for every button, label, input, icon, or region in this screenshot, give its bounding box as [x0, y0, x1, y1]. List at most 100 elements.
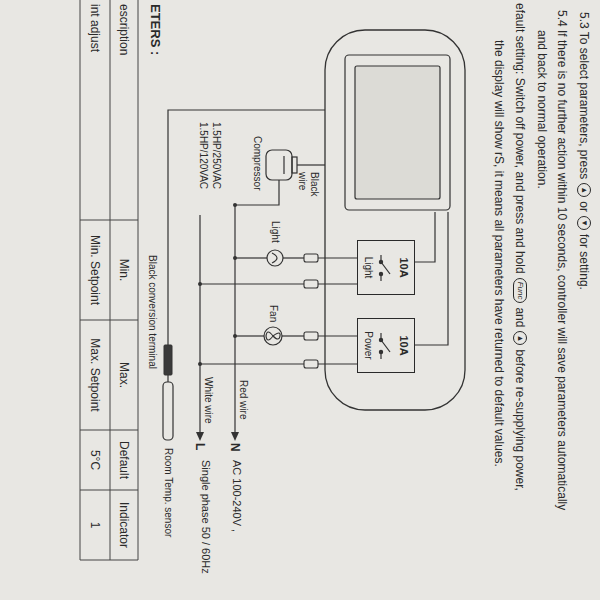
- up-button-icon: ▲: [513, 331, 527, 345]
- supply-note: AC 100-240V ,: [230, 460, 243, 532]
- junction-dot: [233, 203, 237, 207]
- instruction-text: the display will show rS, it means all p…: [491, 40, 507, 467]
- sensor-terminal: [164, 345, 172, 375]
- table-cell: Min.: [117, 220, 131, 320]
- table-grid: [80, 490, 138, 491]
- wire: [168, 110, 448, 433]
- table-cell: escription: [117, 4, 131, 55]
- junction-dot: [198, 282, 202, 286]
- wire-label: Black wire: [296, 172, 320, 206]
- spade-terminal: [304, 360, 318, 368]
- light-bulb-symbol: [267, 250, 283, 266]
- component-label: Compressor: [251, 136, 263, 190]
- fan-symbol: [264, 327, 282, 345]
- component-label: Fan: [267, 305, 279, 322]
- arrowhead: [196, 432, 204, 441]
- relay-contact-symbol: [381, 340, 390, 352]
- instruction-line: 5.3 To select parameters, press▲or▼for s…: [576, 12, 592, 290]
- table-cell: Default: [117, 430, 131, 490]
- wire: [234, 205, 235, 433]
- junction-dot: [233, 256, 237, 260]
- relay-contact-symbol: [379, 333, 390, 359]
- table-grid: [80, 220, 138, 221]
- display-window: [345, 55, 450, 210]
- compressor-symbol: [292, 157, 297, 173]
- func-button-icon: Func: [513, 278, 527, 304]
- button-symbol: ▲: [516, 334, 524, 342]
- sensor-label: Room Temp. sensor: [162, 448, 174, 537]
- instruction-text: before re-supplying power,: [512, 349, 528, 490]
- wire: [199, 215, 200, 433]
- wire: [235, 335, 264, 336]
- instruction-text: or: [576, 201, 592, 212]
- down-button-icon: ▼: [577, 216, 591, 230]
- sensor-probe: [163, 382, 173, 440]
- sensor-label: Black conversion terminal: [146, 255, 158, 369]
- light-bulb-symbol: [272, 253, 277, 263]
- instruction-text: for setting.: [576, 234, 592, 290]
- terminal-label: N: [228, 443, 242, 452]
- table-grid: [80, 0, 138, 560]
- instruction-text: efault setting: Switch off power, and pr…: [512, 3, 528, 274]
- relay-contact-symbol: [377, 253, 395, 283]
- relay-name: Light: [362, 257, 375, 279]
- wire: [168, 110, 325, 345]
- arrowhead: [196, 432, 239, 441]
- spade-terminal: [304, 254, 318, 368]
- instruction-line: efault setting: Switch off power, and pr…: [512, 3, 528, 491]
- button-symbol: ▼: [580, 219, 588, 227]
- instruction-line: 5.4 If there is no further action within…: [554, 10, 570, 510]
- instruction-line: and back to normal operation.: [534, 30, 550, 189]
- table-grid: [80, 430, 138, 431]
- compressor-symbol: [266, 150, 297, 180]
- relay-box: 10APower: [357, 318, 415, 373]
- spade-terminal: [304, 254, 318, 262]
- relay-contact-symbol: [379, 260, 382, 263]
- wire-label: White wire: [202, 377, 214, 424]
- relay-contact-symbol: [379, 272, 382, 275]
- controller-housing: [325, 30, 465, 410]
- instruction-text: and: [512, 307, 528, 327]
- junction-dot: [198, 203, 237, 366]
- relay-rating: 10A: [397, 257, 410, 277]
- wire: [167, 375, 168, 382]
- arrowhead: [231, 432, 239, 441]
- light-bulb-symbol: [267, 250, 283, 266]
- instruction-text: and back to normal operation.: [534, 30, 550, 189]
- wire: [282, 335, 304, 336]
- junction-dot: [198, 362, 202, 366]
- junction-dot: [233, 334, 237, 338]
- compressor-symbol: [266, 150, 292, 180]
- supply-note: Single phase 50 / 60Hz: [199, 460, 212, 574]
- instruction-text: 5.4 If there is no further action within…: [554, 10, 570, 510]
- relay-name: Power: [362, 331, 375, 359]
- wire: [283, 257, 304, 258]
- instruction-line: the display will show rS, it means all p…: [491, 40, 507, 467]
- table-cell: 1: [88, 490, 102, 560]
- relay-contact-symbol: [379, 255, 390, 281]
- table-grid: [80, 0, 81, 560]
- table-grid: [110, 0, 111, 560]
- up-button-icon: ▲: [577, 183, 591, 197]
- relay-contact-symbol: [379, 338, 382, 341]
- spade-terminal: [304, 280, 318, 288]
- button-symbol: ▲: [580, 186, 588, 194]
- display-window: [345, 55, 450, 210]
- component-label: Light: [269, 221, 281, 243]
- wire-label: Red wire: [237, 380, 249, 419]
- wire: [297, 164, 325, 165]
- compressor-symbol: [283, 156, 284, 174]
- display-window: [355, 66, 440, 199]
- relay-contact-symbol: [377, 331, 395, 361]
- fan-symbol: [266, 332, 280, 340]
- rating-label: 1.5HP/120VAC: [197, 122, 209, 189]
- table-grid: [138, 0, 139, 560]
- relay-box: 10A Light: [357, 240, 415, 295]
- table-cell: Max.: [117, 320, 131, 430]
- spade-terminal: [304, 332, 318, 340]
- relay-contact-symbol: [381, 262, 390, 274]
- button-symbol: Func: [516, 282, 524, 300]
- relay-contact-symbol: [379, 350, 382, 353]
- table-grid: [80, 320, 138, 321]
- section-heading: ETERS :: [148, 4, 163, 55]
